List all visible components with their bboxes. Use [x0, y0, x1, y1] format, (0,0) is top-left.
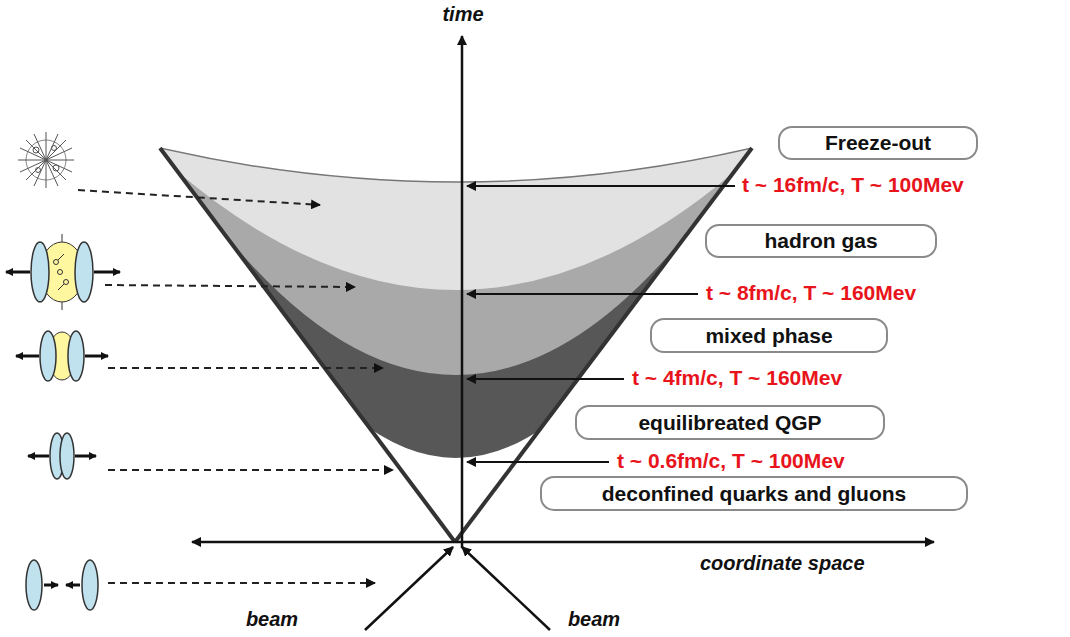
hadron-gas-sketch: [6, 234, 120, 310]
time-axis: [461, 36, 464, 548]
beam-label: beam: [568, 608, 620, 631]
dashed-arrows: [78, 190, 393, 583]
freeze-out-sketch: [18, 132, 74, 188]
leader-arrow: [467, 185, 735, 187]
light-cone-edge: [160, 148, 455, 542]
leader-arrow: [467, 293, 698, 295]
leader-arrow: [467, 461, 609, 463]
phase-box: equilibreated QGP: [575, 405, 885, 440]
phase-box: deconfined quarks and gluons: [540, 476, 968, 511]
phase-box: Freeze-out: [778, 126, 978, 160]
axis-label: coordinate space: [700, 552, 865, 575]
beam-arrow: [462, 547, 550, 630]
time-temperature-label: t ~ 16fm/c, T ~ 100Mev: [742, 173, 964, 197]
phase-box: mixed phase: [650, 318, 888, 353]
phase-name: hadron gas: [764, 229, 877, 252]
phase-box: hadron gas: [705, 224, 937, 258]
phase-name: deconfined quarks and gluons: [602, 482, 907, 505]
beam-arrow: [365, 547, 453, 630]
phase-name: mixed phase: [705, 324, 832, 347]
leader-arrow: [467, 378, 624, 380]
phase-name: equilibreated QGP: [638, 411, 821, 434]
phase-name: Freeze-out: [825, 131, 931, 154]
freeze-out-region: [140, 130, 770, 290]
free-region: [140, 130, 770, 182]
qgp-sketch: [28, 433, 96, 479]
beam-label: beam: [246, 608, 298, 631]
axis-label: time: [442, 3, 483, 26]
time-temperature-label: t ~ 8fm/c, T ~ 160Mev: [706, 281, 916, 305]
mixed-phase-sketch: [16, 331, 108, 381]
space-axis: [192, 541, 455, 544]
freeze-out-curve: [160, 148, 752, 182]
time-temperature-label: t ~ 4fm/c, T ~ 160Mev: [632, 366, 842, 390]
time-temperature-label: t ~ 0.6fm/c, T ~ 100Mev: [617, 449, 845, 473]
colliding-nuclei-sketch: [26, 560, 98, 610]
space-axis: [455, 541, 934, 544]
